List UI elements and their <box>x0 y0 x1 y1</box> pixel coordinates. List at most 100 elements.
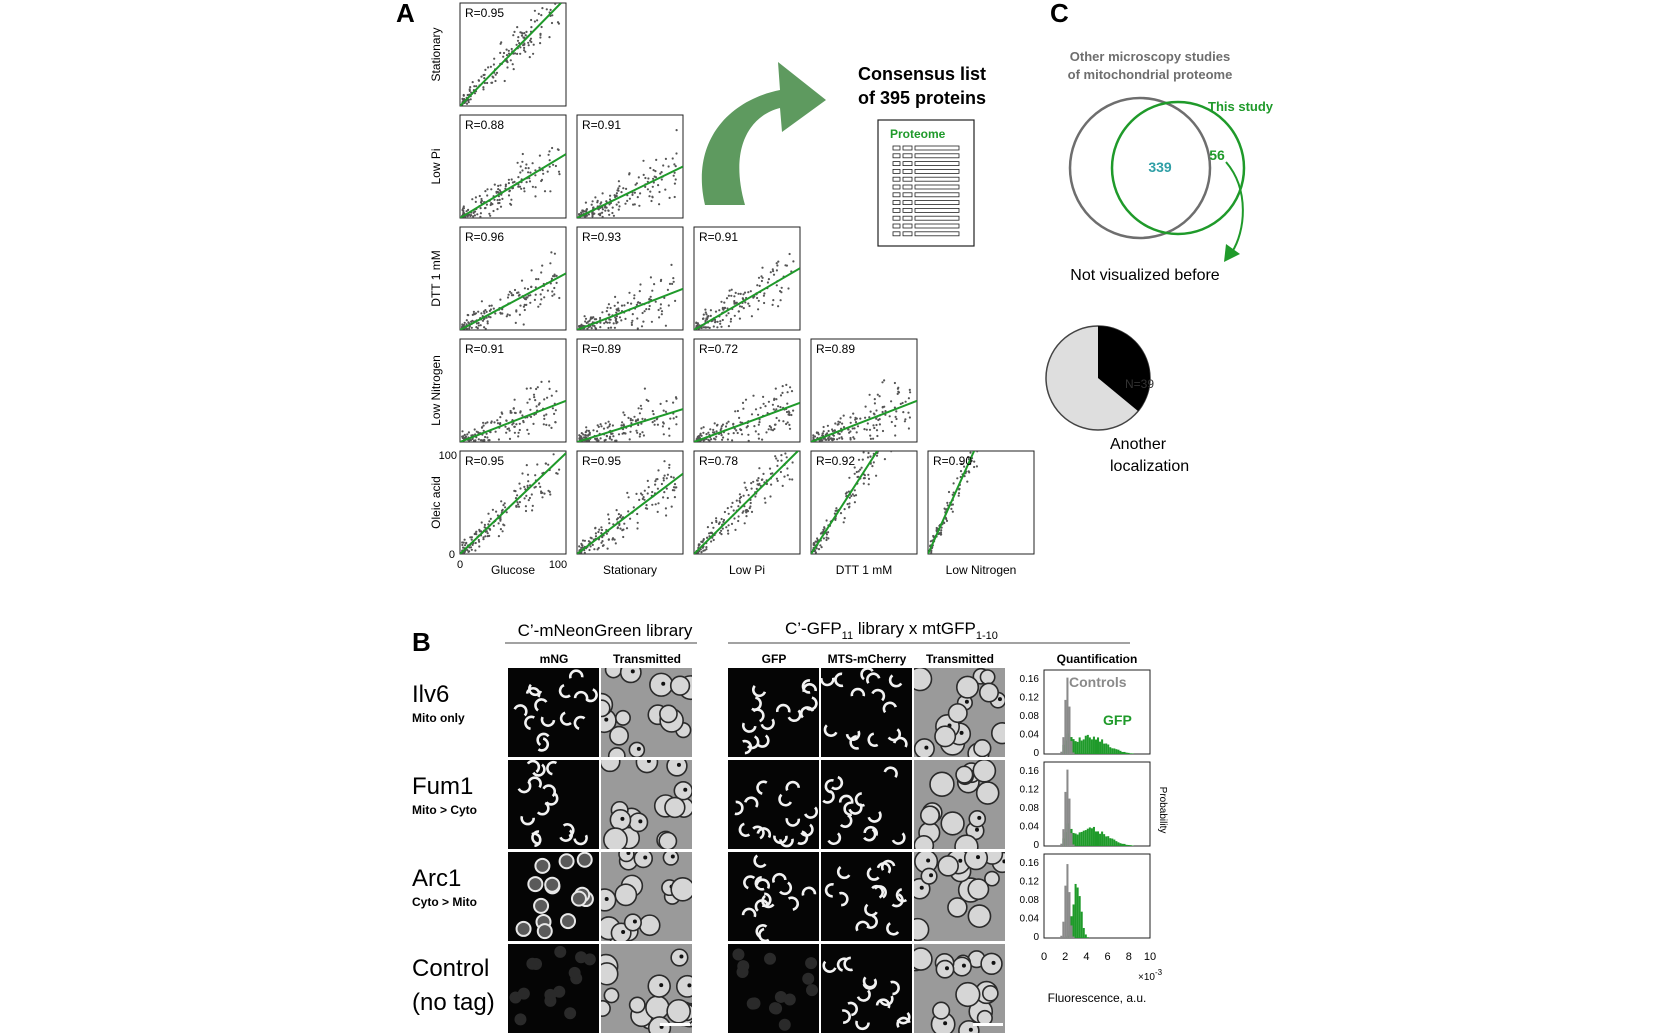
list-cell <box>902 215 913 221</box>
x-tick-max: 100 <box>549 559 567 571</box>
scatter-point <box>525 387 528 390</box>
scatter-point <box>603 322 606 325</box>
scatter-point <box>709 428 712 431</box>
cell <box>628 812 649 833</box>
scatter-point <box>484 535 487 538</box>
scatter-point <box>519 52 522 55</box>
strain-name: Ilv6 <box>412 681 449 708</box>
scatter-point <box>707 431 710 434</box>
scatter-point <box>697 544 700 547</box>
scatter-point <box>719 322 722 325</box>
scatter-point <box>853 437 856 440</box>
scatter-point <box>533 20 537 23</box>
scatter-point <box>463 321 466 324</box>
scatter-point <box>739 292 742 295</box>
scatter-point <box>518 185 522 188</box>
scatter-point <box>780 291 783 294</box>
scatter-point <box>757 477 760 480</box>
scatter-point <box>651 421 654 424</box>
correlation-label: R=0.72 <box>699 342 738 356</box>
col-label: DTT 1 mM <box>836 563 892 577</box>
scatter-point <box>607 513 610 516</box>
mito-signal <box>871 884 884 899</box>
vacuole <box>638 819 643 824</box>
scatter-point <box>519 46 522 49</box>
scatter-point <box>509 409 512 413</box>
scatter-point <box>849 436 852 440</box>
cell <box>601 1000 611 1018</box>
mito-signal <box>761 894 775 909</box>
scatter-point <box>523 190 526 193</box>
scatter-point <box>660 313 663 316</box>
scatter-point <box>604 422 607 425</box>
list-cell <box>914 184 960 190</box>
scatter-point <box>630 302 633 305</box>
scatter-point <box>539 42 542 45</box>
hist-bar-control <box>1068 798 1071 846</box>
scatter-point <box>737 519 740 523</box>
scatter-point <box>899 402 902 405</box>
mito-signal <box>546 760 558 776</box>
scatter-point <box>672 280 675 283</box>
scatter-point <box>718 521 721 524</box>
scatter-point <box>743 291 747 294</box>
scatter-point <box>776 464 779 467</box>
scatter-point <box>472 313 475 316</box>
scatter-point <box>745 488 748 492</box>
scatter-point <box>991 416 993 418</box>
mito-signal <box>849 735 860 750</box>
hist-bar-gfp <box>1105 836 1108 846</box>
scatter-point <box>715 435 718 438</box>
scatter-point <box>721 527 724 530</box>
scatter-point <box>674 165 677 168</box>
scatter-point <box>608 522 611 525</box>
scatter-point <box>639 192 642 195</box>
scatter-point <box>491 508 494 511</box>
scatter-point <box>878 448 880 450</box>
scatter-point <box>598 528 601 531</box>
scatter-points <box>811 448 893 554</box>
scatter-point <box>539 33 542 37</box>
scatter-point <box>462 435 465 438</box>
scatter-point <box>499 311 502 314</box>
mito-signal <box>524 715 535 731</box>
strain-subtitle: (no tag) <box>412 989 495 1016</box>
cell <box>955 981 981 1008</box>
scatter-point <box>779 406 782 409</box>
scatter-point <box>756 483 759 486</box>
scatter-point <box>848 496 851 499</box>
scatter-point <box>668 196 671 199</box>
scatter-point <box>726 438 730 441</box>
scatter-point <box>480 521 483 524</box>
scatter-point <box>536 386 539 389</box>
scatter-point <box>467 550 470 554</box>
mito-signal <box>841 1009 851 1024</box>
scatter-point <box>485 203 488 206</box>
scatter-point <box>607 313 610 316</box>
scatter-point <box>895 417 898 421</box>
scatter-point <box>842 414 845 417</box>
scatter-point <box>541 169 544 172</box>
mito-signal <box>839 814 853 828</box>
scatter-point <box>481 319 485 322</box>
scatter-points <box>694 383 800 442</box>
scatter-point <box>788 427 792 430</box>
scatter-point <box>548 36 551 39</box>
scatter-point <box>493 57 496 60</box>
scatter-point <box>616 527 619 530</box>
mito-signal <box>803 806 818 819</box>
scatter-point <box>490 202 493 205</box>
scatter-point <box>637 176 640 179</box>
col-label: Low Pi <box>729 563 765 577</box>
scatter-point <box>587 320 590 323</box>
scatter-point <box>470 548 473 551</box>
scatter-point <box>903 420 907 423</box>
scatter-point <box>549 262 552 265</box>
scatter-point <box>827 437 830 440</box>
cell <box>920 867 938 885</box>
scatter-point <box>897 391 901 394</box>
scatter-point <box>958 487 961 490</box>
scatter-point <box>539 303 542 306</box>
scatter-point <box>626 199 629 202</box>
scatter-point <box>642 496 645 499</box>
